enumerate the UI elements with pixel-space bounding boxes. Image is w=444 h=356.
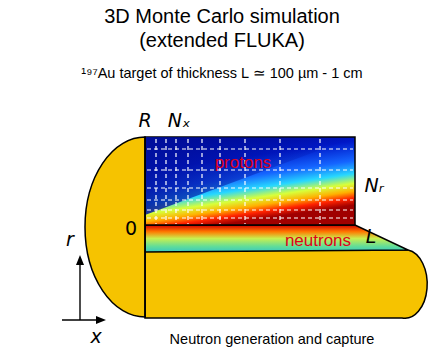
mesh-line (244, 139, 245, 224)
radius-label: R (138, 110, 151, 132)
axis-label: r (66, 229, 74, 251)
mesh-line (155, 139, 156, 224)
mesh-grid (147, 139, 353, 224)
mesh-line (201, 139, 202, 224)
x-arrowhead (96, 316, 106, 324)
mesh-line (147, 148, 353, 149)
axis-label: x (90, 326, 101, 348)
mesh-line (319, 139, 320, 224)
caption: Neutron generation and capture (170, 331, 375, 348)
mesh-line (147, 217, 353, 218)
r-axis (79, 262, 80, 320)
mesh-line (175, 139, 176, 224)
mesh-line (165, 139, 166, 224)
title: 3D Monte Carlo simulation (extended FLUK… (72, 4, 372, 52)
face-edge (144, 137, 146, 317)
mesh-line (187, 139, 188, 224)
subtitle: ¹⁹⁷Au target of thickness L ≃ 100 µm - 1… (81, 65, 362, 82)
mesh-line (147, 209, 353, 210)
mesh-line (147, 199, 353, 200)
mesh-line (219, 139, 220, 224)
mesh-line (147, 187, 353, 188)
bin-count-label: Nᵣ (364, 175, 383, 197)
bin-count-label: Nₓ (168, 110, 191, 132)
cylinder-body (145, 250, 427, 318)
origin-label: 0 (125, 218, 137, 240)
x-axis (62, 319, 98, 320)
length-label: L (366, 226, 377, 248)
mesh-line (279, 139, 280, 224)
particle-label: protons (215, 153, 272, 173)
r-arrowhead (76, 255, 84, 265)
cylinder-end-face (85, 137, 145, 317)
neutron-map (145, 225, 408, 252)
particle-label: neutrons (285, 231, 351, 251)
proton-map (145, 137, 355, 225)
